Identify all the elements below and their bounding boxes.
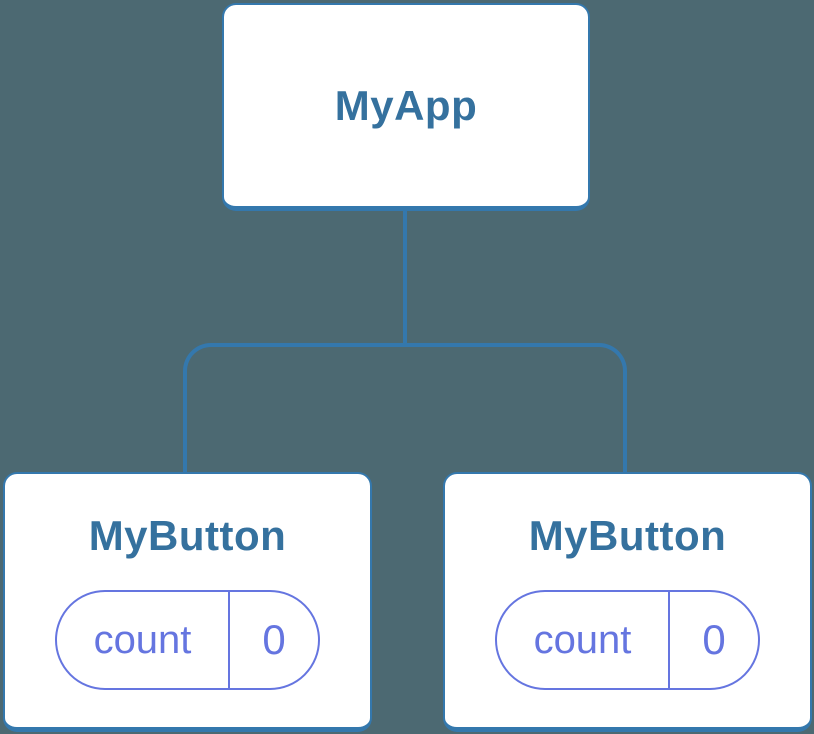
node-mybutton-right-label: MyButton <box>528 512 727 559</box>
state-value: 0 <box>702 616 726 663</box>
node-mybutton-left: MyButton count 0 <box>3 472 372 732</box>
state-key-label: count <box>57 592 230 688</box>
state-pill-left: count 0 <box>55 590 320 690</box>
node-myapp: MyApp <box>222 3 590 211</box>
node-mybutton-right: MyButton count 0 <box>443 472 812 732</box>
state-key-label: count <box>497 592 670 688</box>
connector-branch <box>183 343 627 472</box>
node-myapp-label: MyApp <box>334 81 478 129</box>
state-value: 0 <box>262 616 286 663</box>
node-mybutton-left-label: MyButton <box>88 512 287 559</box>
state-pill-right: count 0 <box>495 590 760 690</box>
connector-stem <box>403 210 407 345</box>
